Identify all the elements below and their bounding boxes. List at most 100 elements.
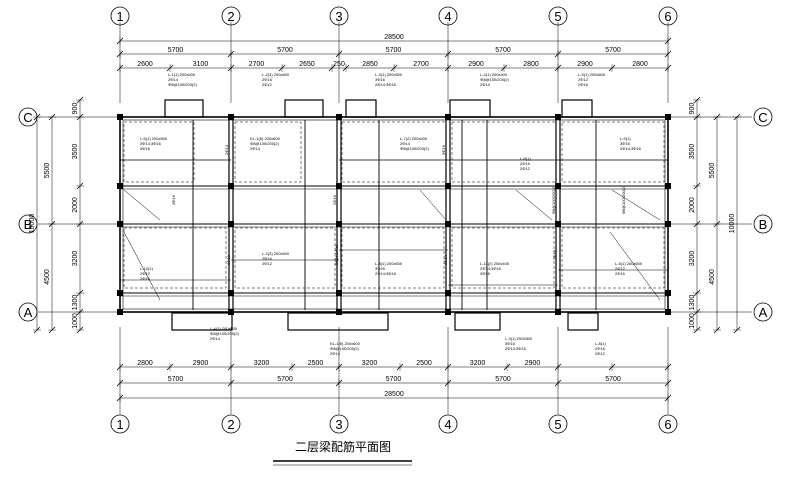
- balcony-top: [164, 99, 204, 118]
- beam-label: L-8(1): [520, 156, 531, 161]
- grid-bubble-right: [753, 107, 773, 127]
- dim-text: 2000: [72, 197, 79, 213]
- dim-text: 2700: [249, 61, 265, 68]
- rebar-note: 2Φ12: [262, 82, 273, 87]
- dim-text: 5700: [605, 376, 621, 383]
- rebar-note: 3Φ16: [140, 146, 151, 151]
- dim-text: 250: [333, 61, 345, 68]
- dim-text: 5700: [168, 376, 184, 383]
- grid-bubble-bottom: [438, 414, 458, 434]
- slab-outline: [561, 121, 665, 183]
- dim-text: 3100: [193, 61, 209, 68]
- grid-bubble-bottom: [658, 414, 678, 434]
- rebar-note: 3Φ16: [375, 77, 386, 82]
- dim-text: 28500: [384, 391, 404, 398]
- dim-text: 2500: [308, 360, 324, 367]
- column: [228, 309, 234, 315]
- beam-label: L-9(1): [620, 136, 631, 141]
- grid-label-bottom: 5: [554, 417, 561, 432]
- dim-text: 2700: [413, 61, 429, 68]
- dim-text: 28500: [384, 34, 404, 41]
- column: [665, 290, 671, 296]
- rebar-note-vertical: 2Φ16: [552, 249, 557, 260]
- void-diagonal: [609, 231, 661, 301]
- dim-text: 5700: [168, 47, 184, 54]
- rebar-note: 2Φ12: [262, 261, 273, 266]
- column: [555, 114, 561, 120]
- dim-text: 5500: [709, 163, 716, 179]
- balcony-bottom: [287, 312, 389, 331]
- grid-label-right: C: [758, 110, 767, 125]
- rebar-note: 2Φ16: [520, 161, 531, 166]
- balcony-bottom: [454, 312, 501, 331]
- rebar-note: 2Φ14;3Φ16: [375, 271, 397, 276]
- column: [336, 290, 342, 296]
- dim-text: 5700: [605, 47, 621, 54]
- void-diagonal: [515, 189, 553, 221]
- slab-outline: [234, 227, 336, 289]
- column: [336, 309, 342, 315]
- beam-label: L-11(2) 200x400: [480, 261, 510, 266]
- slab-outline: [341, 227, 445, 289]
- rebar-note-vertical: 2Φ14;3Φ16: [334, 244, 339, 266]
- dim-text: 1000: [689, 313, 696, 329]
- slab-outline: [234, 121, 302, 183]
- rebar-note-vertical: 2Φ14: [443, 254, 448, 265]
- grid-label-left: C: [23, 110, 32, 125]
- grid-bubble-right: [753, 302, 773, 322]
- rebar-note: 2Φ12: [140, 271, 151, 276]
- beam-label: L-3(1) 200x500: [505, 336, 533, 341]
- slab-outline: [341, 121, 447, 183]
- balcony-top: [345, 99, 377, 118]
- rebar-note: 2Φ14: [480, 82, 491, 87]
- void-diagonal: [419, 189, 447, 221]
- grid-label-top: 5: [554, 9, 561, 24]
- rebar-note: 3Φ16: [620, 141, 631, 146]
- beam-label: KL-1(5) 200x600: [330, 341, 361, 346]
- dim-text: 5700: [277, 47, 293, 54]
- column: [445, 114, 451, 120]
- column: [665, 114, 671, 120]
- column: [336, 114, 342, 120]
- rebar-note: 2Φ16: [615, 271, 626, 276]
- dim-text: 4500: [709, 269, 716, 285]
- void-diagonal: [123, 231, 161, 301]
- rebar-note: 2Φ14: [168, 77, 179, 82]
- beam-label: L-6(1) 200x500: [140, 136, 168, 141]
- column: [445, 221, 451, 227]
- balcony-top: [561, 99, 593, 118]
- rebar-note: Φ8@100/200(2): [400, 146, 429, 151]
- dim-text: 2800: [137, 360, 153, 367]
- rebar-note: 2Φ14: [400, 141, 411, 146]
- beam-label: L-2(3) 200x600: [262, 251, 290, 256]
- grid-label-top: 4: [444, 9, 451, 24]
- rebar-note: 2Φ14;3Φ16: [620, 146, 642, 151]
- column: [117, 309, 123, 315]
- rebar-note: Φ8@100/200(2): [210, 331, 239, 336]
- beam-label: L-5(1) 200x600: [615, 261, 643, 266]
- grid-label-right: A: [759, 305, 768, 320]
- grid-bubble-top: [110, 6, 130, 26]
- grid-label-top: 3: [335, 9, 342, 24]
- dim-text: 3200: [254, 360, 270, 367]
- grid-label-top: 2: [227, 9, 234, 24]
- rebar-note: Φ8@100/200(2): [480, 77, 509, 82]
- column: [555, 309, 561, 315]
- grid-label-bottom: 2: [227, 417, 234, 432]
- dim-text: 3200: [689, 251, 696, 267]
- dim-text: 3200: [362, 360, 378, 367]
- column: [555, 221, 561, 227]
- rebar-note: 2Φ16: [140, 276, 151, 281]
- dim-text: 5700: [386, 47, 402, 54]
- balcony-top: [284, 99, 324, 118]
- grid-label-right: B: [759, 217, 768, 232]
- dim-text: 2900: [468, 61, 484, 68]
- rebar-note-vertical: Φ8@100/200(2): [551, 185, 556, 214]
- slab-outline: [561, 227, 665, 289]
- beam-label: L-3(1) 200x500: [375, 72, 403, 77]
- rebar-note-vertical: 2Φ14: [224, 144, 229, 155]
- grid-label-bottom: 6: [664, 417, 671, 432]
- dim-text: 2800: [523, 61, 539, 68]
- dim-text: 5700: [495, 47, 511, 54]
- beam-label: L-3(1) 200x500: [375, 261, 403, 266]
